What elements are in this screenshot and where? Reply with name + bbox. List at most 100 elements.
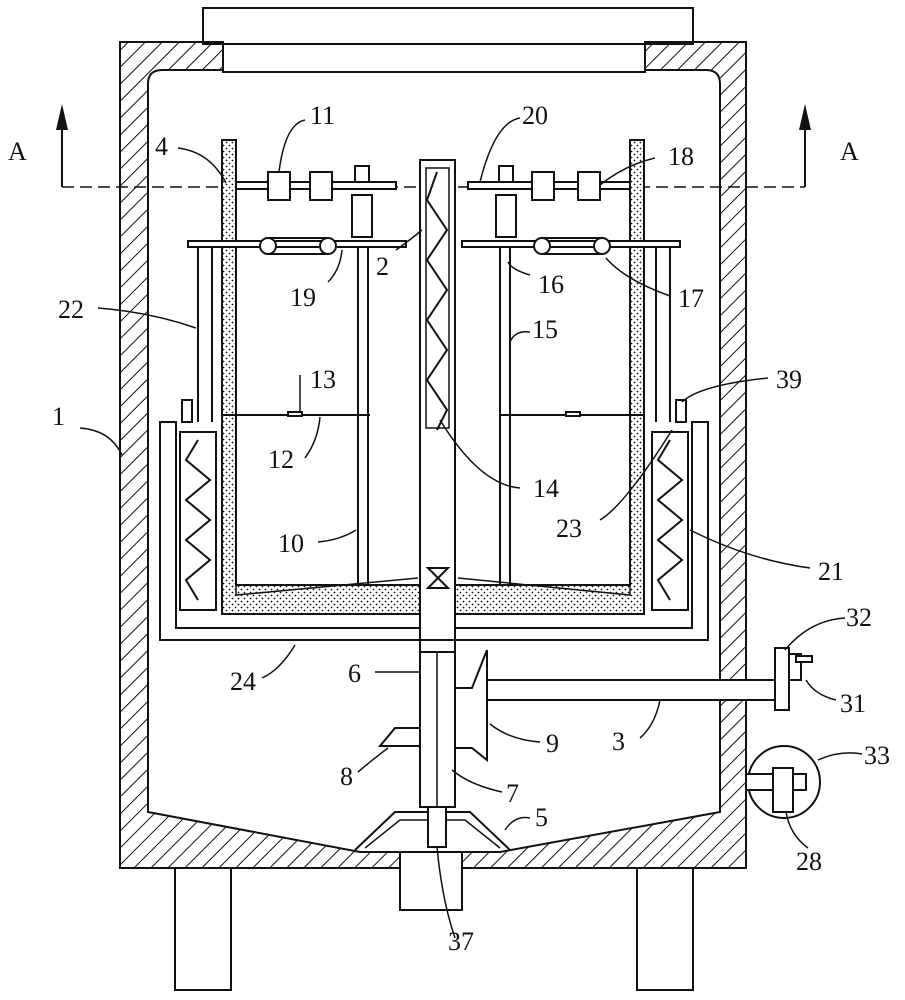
label-39: 39 bbox=[776, 365, 802, 394]
leader-24 bbox=[261, 644, 296, 679]
roller-left-2 bbox=[319, 237, 337, 255]
left-spring bbox=[184, 439, 212, 601]
basket-floor-right bbox=[457, 577, 631, 596]
motor-right bbox=[495, 194, 517, 238]
section-mark-right: A bbox=[840, 137, 859, 166]
motor-left bbox=[351, 194, 373, 238]
shaft-tip bbox=[427, 806, 447, 848]
leader-21 bbox=[689, 529, 811, 569]
top-opening bbox=[222, 43, 646, 73]
inner-basket-right bbox=[454, 139, 645, 615]
roller-right-1 bbox=[533, 237, 551, 255]
right-leg bbox=[636, 867, 694, 991]
label-16: 16 bbox=[538, 270, 564, 299]
label-33: 33 bbox=[864, 741, 890, 770]
leader-9 bbox=[489, 723, 541, 743]
bevel-gear-right bbox=[454, 649, 488, 763]
label-15: 15 bbox=[532, 315, 558, 344]
roller-left-1 bbox=[259, 237, 277, 255]
plate-left-tab bbox=[287, 411, 303, 417]
label-6: 6 bbox=[348, 659, 361, 688]
label-8: 8 bbox=[340, 762, 353, 791]
left-leg bbox=[174, 867, 232, 991]
motor-left-cap bbox=[354, 165, 370, 183]
drive-shaft bbox=[486, 679, 778, 701]
bevel-gear-left bbox=[377, 727, 421, 747]
label-4: 4 bbox=[155, 132, 168, 161]
leader-16 bbox=[507, 261, 531, 276]
label-5: 5 bbox=[535, 803, 548, 832]
plate-right-tab bbox=[565, 411, 581, 417]
block-right-2 bbox=[577, 171, 601, 201]
leader-14 bbox=[439, 419, 521, 489]
leader-39 bbox=[681, 377, 769, 403]
section-arrowhead-right bbox=[799, 104, 811, 130]
label-2: 2 bbox=[376, 252, 389, 281]
leader-3 bbox=[639, 699, 661, 739]
block-right-1 bbox=[531, 171, 555, 201]
label-10: 10 bbox=[278, 529, 304, 558]
leader-22 bbox=[97, 307, 197, 329]
leader-20 bbox=[479, 117, 521, 183]
leader-4 bbox=[177, 147, 227, 184]
leader-31 bbox=[805, 679, 837, 701]
outlet-pipe bbox=[399, 851, 463, 911]
block-left-1 bbox=[267, 171, 291, 201]
label-19: 19 bbox=[290, 283, 316, 312]
block-left-2 bbox=[309, 171, 333, 201]
label-17: 17 bbox=[678, 284, 704, 313]
leader-2 bbox=[395, 229, 423, 251]
leader-5 bbox=[504, 816, 531, 831]
leader-37 bbox=[436, 846, 456, 939]
label-18: 18 bbox=[668, 142, 694, 171]
leader-7 bbox=[451, 769, 503, 793]
label-37: 37 bbox=[448, 927, 474, 956]
shaft-bracket bbox=[774, 647, 790, 711]
leader-15 bbox=[509, 330, 531, 343]
label-1: 1 bbox=[52, 402, 65, 431]
label-3: 3 bbox=[612, 727, 625, 756]
leader-1 bbox=[79, 427, 123, 456]
top-cap bbox=[202, 7, 694, 45]
shaft-coupling bbox=[425, 567, 451, 589]
handle-31-knob bbox=[795, 655, 813, 663]
leader-23 bbox=[599, 429, 673, 521]
leader-19 bbox=[327, 249, 343, 283]
label-9: 9 bbox=[546, 729, 559, 758]
leader-17 bbox=[605, 257, 671, 297]
leader-33 bbox=[817, 752, 863, 761]
right-spring bbox=[656, 439, 684, 601]
label-7: 7 bbox=[506, 779, 519, 808]
left-spring-chamber bbox=[179, 431, 217, 611]
roller-right-2 bbox=[593, 237, 611, 255]
post-right bbox=[675, 399, 687, 423]
leader-8 bbox=[357, 747, 389, 773]
top-plate-right bbox=[461, 240, 681, 248]
label-13: 13 bbox=[310, 365, 336, 394]
right-spring-chamber bbox=[651, 431, 689, 611]
label-22: 22 bbox=[58, 295, 84, 324]
label-28: 28 bbox=[796, 847, 822, 876]
label-24: 24 bbox=[230, 667, 256, 696]
leader-11 bbox=[278, 119, 306, 173]
section-mark-left: A bbox=[8, 137, 27, 166]
label-31: 31 bbox=[840, 689, 866, 718]
leader-32 bbox=[784, 617, 846, 651]
housing-wall bbox=[119, 41, 747, 869]
label-23: 23 bbox=[556, 514, 582, 543]
leader-12 bbox=[304, 416, 321, 459]
leader-28 bbox=[785, 811, 809, 849]
label-12: 12 bbox=[268, 445, 294, 474]
leader-10 bbox=[317, 529, 357, 543]
screw-spring bbox=[425, 171, 449, 431]
leader-18 bbox=[599, 157, 656, 186]
top-plate-left bbox=[187, 240, 407, 248]
motor-right-cap bbox=[498, 165, 514, 183]
valve-28 bbox=[772, 767, 794, 813]
post-left bbox=[181, 399, 193, 423]
label-14: 14 bbox=[533, 474, 559, 503]
label-32: 32 bbox=[846, 603, 872, 632]
label-20: 20 bbox=[522, 101, 548, 130]
label-11: 11 bbox=[310, 101, 335, 130]
